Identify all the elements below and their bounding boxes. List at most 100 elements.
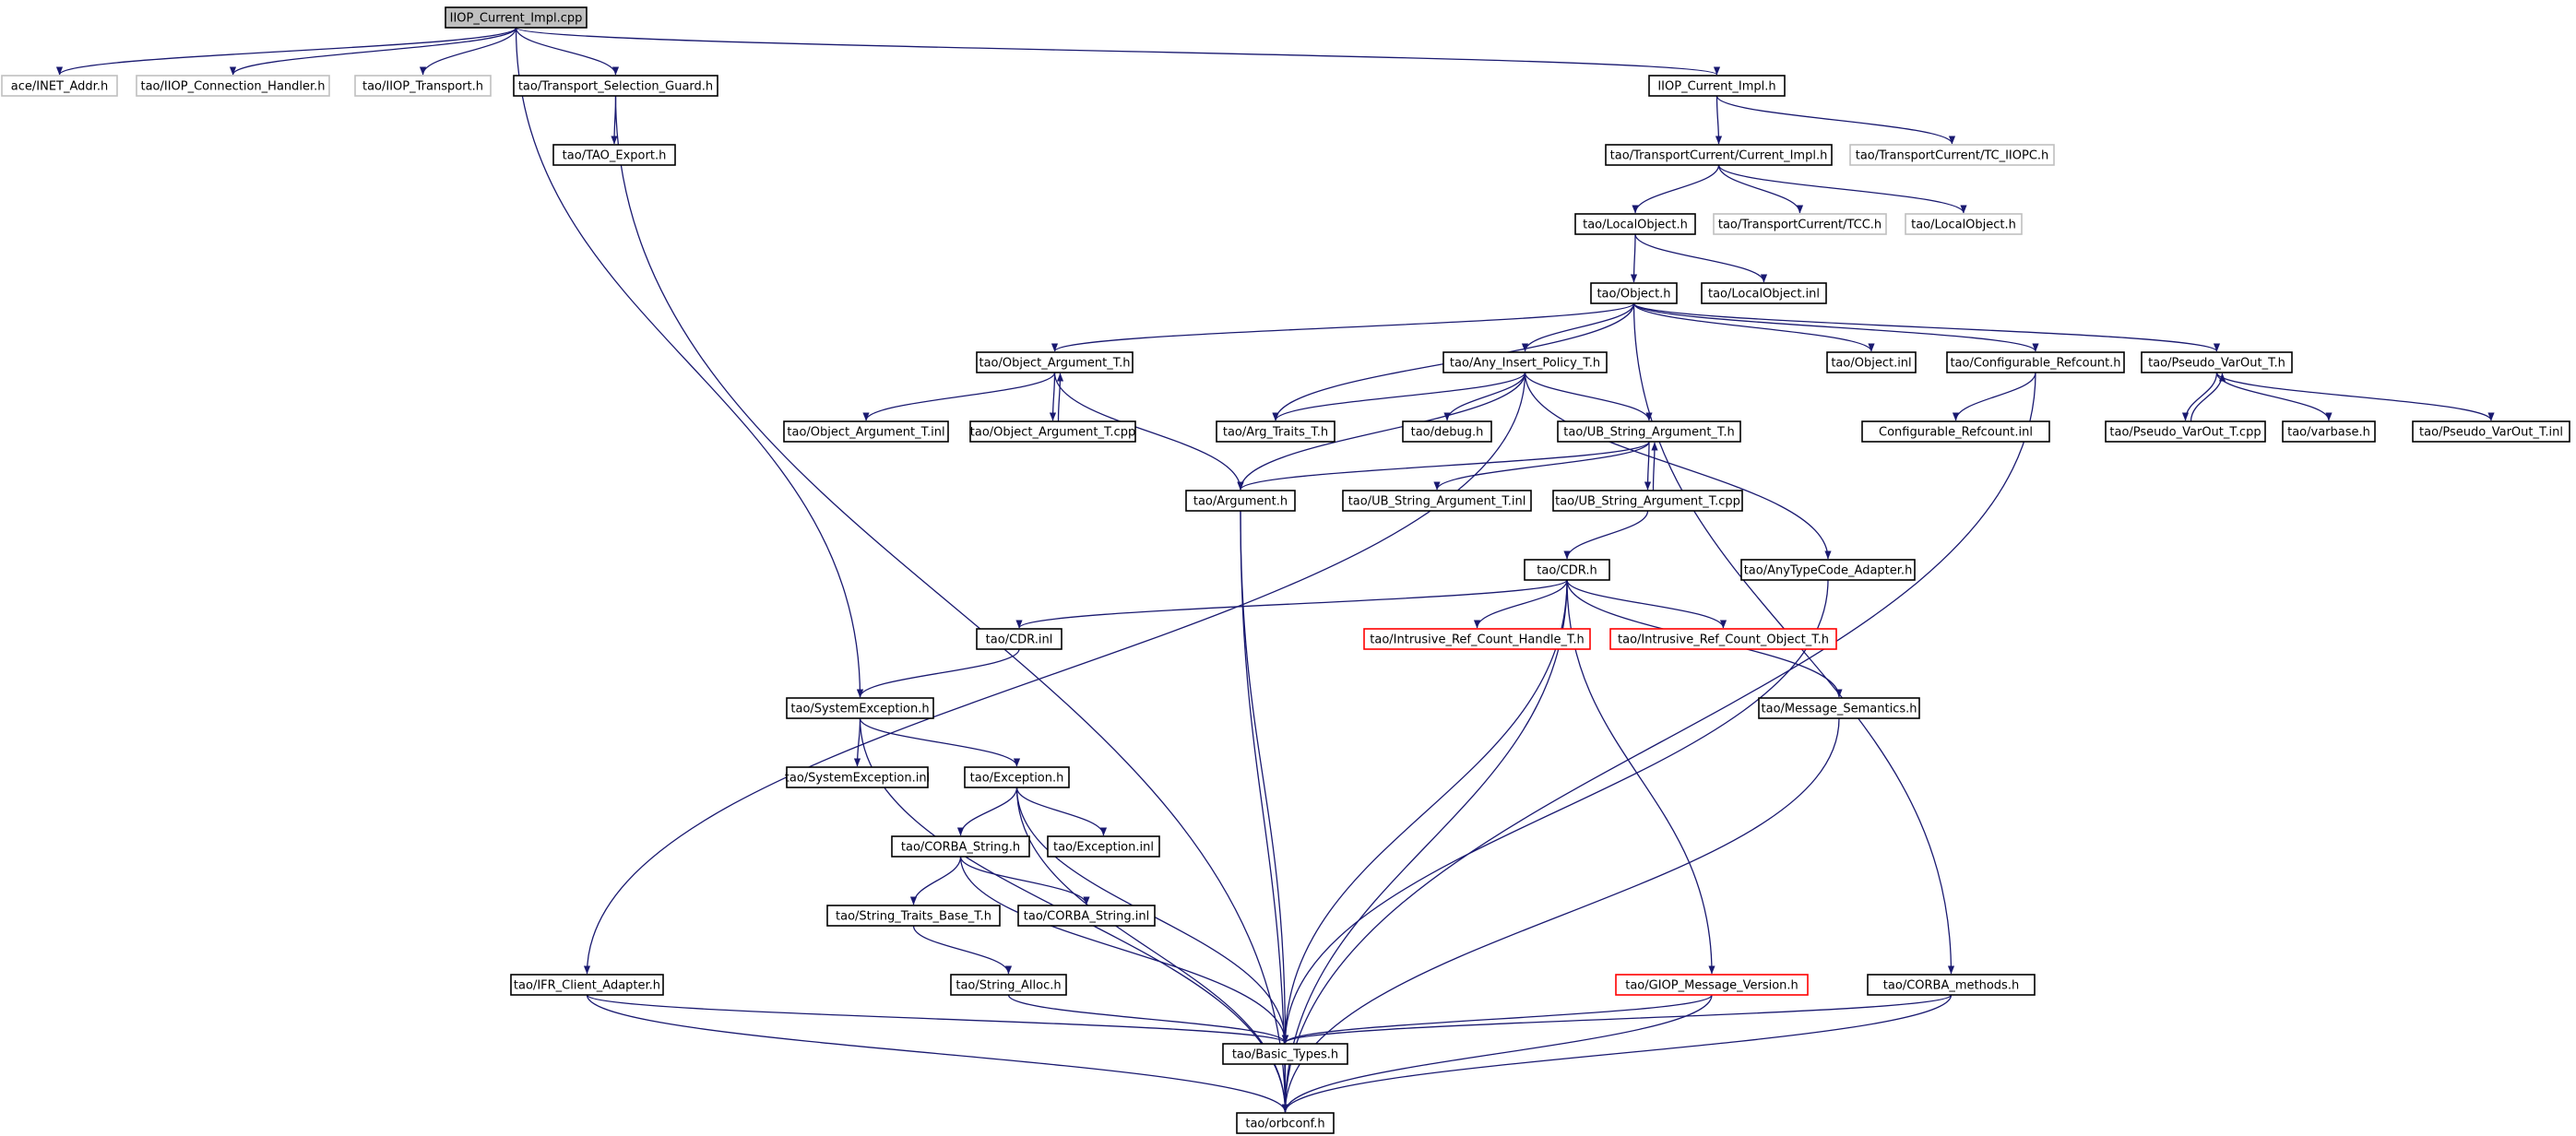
edge-n23-to-n30 xyxy=(1644,441,1652,491)
graph-node-n39[interactable]: tao/Exception.h xyxy=(964,766,1070,788)
node-box xyxy=(513,75,718,97)
node-label: tao/Object_Argument_T.h xyxy=(979,357,1130,371)
node-box xyxy=(1402,420,1492,443)
graph-node-n19[interactable]: tao/Object_Argument_T.inl xyxy=(783,420,949,443)
node-box xyxy=(1648,75,1786,97)
edge-n5-to-n8 xyxy=(1715,95,1956,145)
edge-n39-to-n41 xyxy=(1015,787,1108,836)
graph-node-n47[interactable]: tao/CORBA_methods.h xyxy=(1867,974,2036,996)
node-label: tao/LocalObject.h xyxy=(1911,219,2016,232)
graph-node-n3[interactable]: tao/IIOP_Transport.h xyxy=(354,75,492,97)
graph-node-n42[interactable]: tao/String_Traits_Base_T.h xyxy=(826,905,1001,927)
graph-node-n16[interactable]: tao/Object.inl xyxy=(1826,351,1917,373)
node-label: tao/Object_Argument_T.inl xyxy=(787,426,944,440)
graph-node-n35[interactable]: tao/Intrusive_Ref_Count_Object_T.h xyxy=(1609,628,1837,650)
edge-n45-to-n48 xyxy=(586,994,1288,1044)
graph-node-n33[interactable]: tao/CDR.inl xyxy=(976,628,1062,650)
edge-n31-to-n49 xyxy=(1281,579,1568,1113)
node-box xyxy=(2105,420,2266,443)
node-label: tao/String_Alloc.h xyxy=(956,979,1061,993)
graph-node-n1[interactable]: ace/INET_Addr.h xyxy=(1,75,118,97)
edge-n31-to-n34 xyxy=(1473,579,1568,629)
graph-node-n40[interactable]: tao/CORBA_String.h xyxy=(891,835,1030,858)
node-label: tao/Arg_Traits_T.h xyxy=(1223,426,1328,440)
graph-node-n17[interactable]: tao/Configurable_Refcount.h xyxy=(1946,351,2125,373)
edge-n36-to-n38 xyxy=(853,717,861,767)
graph-node-n29[interactable]: tao/UB_String_Argument_T.inl xyxy=(1342,490,1532,512)
graph-node-n27[interactable]: tao/Pseudo_VarOut_T.inl xyxy=(2412,420,2570,443)
graph-node-n38[interactable]: tao/SystemException.inl xyxy=(785,766,930,788)
graph-node-n36[interactable]: tao/SystemException.h xyxy=(786,697,934,719)
graph-node-n30[interactable]: tao/UB_String_Argument_T.cpp xyxy=(1552,490,1743,512)
node-label: tao/Pseudo_VarOut_T.cpp xyxy=(2109,426,2261,440)
graph-node-n20[interactable]: tao/Object_Argument_T.cpp xyxy=(969,420,1136,443)
graph-node-n8[interactable]: tao/TransportCurrent/TC_IIOPC.h xyxy=(1849,144,2055,166)
graph-node-n25[interactable]: tao/Pseudo_VarOut_T.cpp xyxy=(2105,420,2266,443)
node-label: tao/debug.h xyxy=(1411,426,1484,440)
node-box xyxy=(510,974,664,996)
graph-node-n44[interactable]: tao/String_Alloc.h xyxy=(950,974,1067,996)
node-box xyxy=(1946,351,2125,373)
edge-n0-to-n3 xyxy=(419,27,517,76)
node-box xyxy=(1713,213,1887,235)
graph-node-n2[interactable]: tao/IIOP_Connection_Handler.h xyxy=(136,75,330,97)
node-label: tao/Exception.inl xyxy=(1053,841,1154,855)
node-label: tao/orbconf.h xyxy=(1245,1118,1324,1131)
graph-node-n28[interactable]: tao/Argument.h xyxy=(1185,490,1296,512)
nodes-layer: IIOP_Current_Impl.cpp ace/INET_Addr.h tao/… xyxy=(1,6,2570,1134)
graph-node-n10[interactable]: tao/TransportCurrent/TCC.h xyxy=(1713,213,1887,235)
node-label: tao/UB_String_Argument_T.inl xyxy=(1348,495,1526,509)
node-box xyxy=(826,905,1001,927)
edge-n0-to-n5 xyxy=(515,27,1720,76)
graph-node-n12[interactable]: tao/Object.h xyxy=(1590,282,1678,304)
node-box xyxy=(1615,974,1809,996)
graph-node-n6[interactable]: tao/TAO_Export.h xyxy=(552,144,676,166)
graph-node-n46[interactable]: tao/GIOP_Message_Version.h xyxy=(1615,974,1809,996)
node-box xyxy=(1017,905,1156,927)
graph-node-n45[interactable]: tao/IFR_Client_Adapter.h xyxy=(510,974,664,996)
edge-n46-to-n49 xyxy=(1281,994,1713,1113)
graph-node-n15[interactable]: tao/Any_Insert_Policy_T.h xyxy=(1442,351,1608,373)
graph-node-n0[interactable]: IIOP_Current_Impl.cpp xyxy=(445,6,588,29)
node-label: tao/Intrusive_Ref_Count_Handle_T.h xyxy=(1370,633,1584,647)
graph-node-n49[interactable]: tao/orbconf.h xyxy=(1236,1112,1335,1134)
graph-node-n37[interactable]: tao/Message_Semantics.h xyxy=(1758,697,1920,719)
node-label: tao/String_Traits_Base_T.h xyxy=(836,910,991,924)
edge-n30-to-n31 xyxy=(1563,510,1649,560)
node-label: tao/CDR.h xyxy=(1537,564,1597,578)
graph-node-n9[interactable]: tao/LocalObject.h xyxy=(1574,213,1696,235)
node-label: tao/TransportCurrent/TC_IIOPC.h xyxy=(1856,149,2049,163)
graph-node-n34[interactable]: tao/Intrusive_Ref_Count_Handle_T.h xyxy=(1363,628,1591,650)
node-label: tao/Object.h xyxy=(1597,288,1670,302)
node-label: tao/IFR_Client_Adapter.h xyxy=(514,979,660,993)
graph-node-n43[interactable]: tao/CORBA_String.inl xyxy=(1017,905,1156,927)
graph-node-n11[interactable]: tao/LocalObject.h xyxy=(1905,213,2023,235)
graph-node-n41[interactable]: tao/Exception.inl xyxy=(1047,835,1160,858)
graph-node-n23[interactable]: tao/UB_String_Argument_T.h xyxy=(1557,420,1741,443)
node-label: tao/Object.inl xyxy=(1831,357,1911,371)
graph-node-n26[interactable]: tao/varbase.h xyxy=(2282,420,2376,443)
graph-node-n22[interactable]: tao/debug.h xyxy=(1402,420,1492,443)
edge-n15-to-n23 xyxy=(1524,372,1653,421)
edge-n14-to-n20 xyxy=(1049,372,1057,421)
edge-n4-to-n49 xyxy=(614,95,1289,1113)
node-label: tao/CDR.inl xyxy=(986,633,1053,647)
graph-node-n21[interactable]: tao/Arg_Traits_T.h xyxy=(1216,420,1335,443)
graph-node-n7[interactable]: tao/TransportCurrent/Current_Impl.h xyxy=(1605,144,1833,166)
edge-n12-to-n16 xyxy=(1632,302,1875,352)
graph-node-n48[interactable]: tao/Basic_Types.h xyxy=(1222,1043,1348,1065)
graph-node-n4[interactable]: tao/Transport_Selection_Guard.h xyxy=(513,75,718,97)
graph-node-n32[interactable]: tao/AnyTypeCode_Adapter.h xyxy=(1740,559,1916,581)
node-label: tao/AnyTypeCode_Adapter.h xyxy=(1744,564,1913,578)
graph-node-n18[interactable]: tao/Pseudo_VarOut_T.h xyxy=(2141,351,2293,373)
graph-node-n14[interactable]: tao/Object_Argument_T.h xyxy=(976,351,1134,373)
graph-node-n24[interactable]: Configurable_Refcount.inl xyxy=(1861,420,2050,443)
graph-node-n5[interactable]: IIOP_Current_Impl.h xyxy=(1648,75,1786,97)
edge-n47-to-n48 xyxy=(1282,994,1953,1044)
graph-node-n31[interactable]: tao/CDR.h xyxy=(1524,559,1610,581)
node-label: tao/LocalObject.h xyxy=(1583,219,1688,232)
node-label: tao/CORBA_String.inl xyxy=(1024,910,1149,924)
graph-node-n13[interactable]: tao/LocalObject.inl xyxy=(1701,282,1827,304)
edge-n0-to-n36 xyxy=(515,27,864,698)
